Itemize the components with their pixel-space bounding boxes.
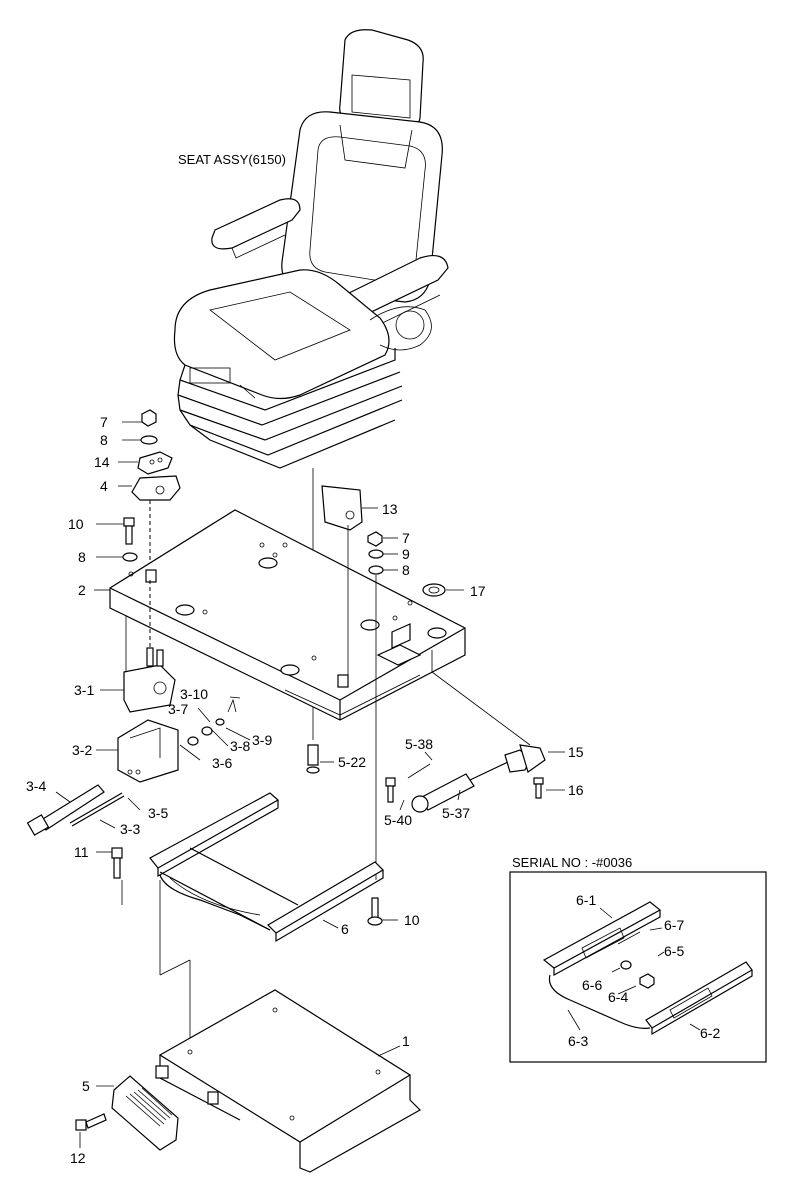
label-8: 8 [402,562,410,578]
label-8: 8 [100,432,108,448]
bracket-13 [321,485,363,531]
serial-inset [509,871,767,1063]
label-6-6: 6-6 [582,977,602,993]
label-6-5: 6-5 [664,943,684,959]
label-6-3: 6-3 [568,1033,588,1049]
label-2: 2 [78,582,86,598]
label-3-7: 3-7 [168,701,188,717]
label-8: 8 [78,549,86,565]
label-10: 10 [68,516,84,532]
label-17: 17 [470,583,486,599]
lock-mechanism [26,580,237,836]
label-3-6: 3-6 [212,755,232,771]
base-frame [155,989,421,1173]
bolt-10-left [123,517,135,545]
label-4: 4 [100,478,108,494]
cover-plate [111,1075,179,1151]
label-5-37: 5-37 [442,805,470,821]
label-14: 14 [94,454,110,470]
label-3-10: 3-10 [180,686,208,702]
label-6-1: 6-1 [576,892,596,908]
label-3-4: 3-4 [26,778,46,794]
label-9: 9 [402,546,410,562]
label-3-5: 3-5 [148,805,168,821]
label-13: 13 [382,501,398,517]
label-5-38: 5-38 [405,736,433,752]
label-3-2: 3-2 [72,742,92,758]
part-labels: 7 8 14 4 10 8 2 13 7 9 8 17 3-1 3-10 3-7… [26,414,720,1166]
label-5-22: 5-22 [338,754,366,770]
label-6: 6 [341,921,349,937]
label-3-1: 3-1 [74,682,94,698]
seat-assembly [173,29,449,469]
label-5: 5 [82,1078,90,1094]
seat-rails [149,792,384,943]
label-7: 7 [100,414,108,430]
label-1: 1 [402,1033,410,1049]
label-6-7: 6-7 [664,917,684,933]
label-5-40: 5-40 [384,812,412,828]
label-11: 11 [74,844,89,860]
label-6-2: 6-2 [700,1025,720,1041]
top-left-hardware [131,409,181,572]
label-12: 12 [70,1150,86,1166]
serial-no-title: SERIAL NO : -#0036 [512,855,632,870]
label-15: 15 [568,744,584,760]
label-3-8: 3-8 [230,738,250,754]
label-16: 16 [568,782,584,798]
label-6-4: 6-4 [608,989,628,1005]
gas-spring-assembly [385,744,546,813]
label-3-3: 3-3 [120,821,140,837]
label-7: 7 [402,530,410,546]
seat-assy-title: SEAT ASSY(6150) [178,152,286,167]
label-10: 10 [404,912,420,928]
label-3-9: 3-9 [252,732,272,748]
